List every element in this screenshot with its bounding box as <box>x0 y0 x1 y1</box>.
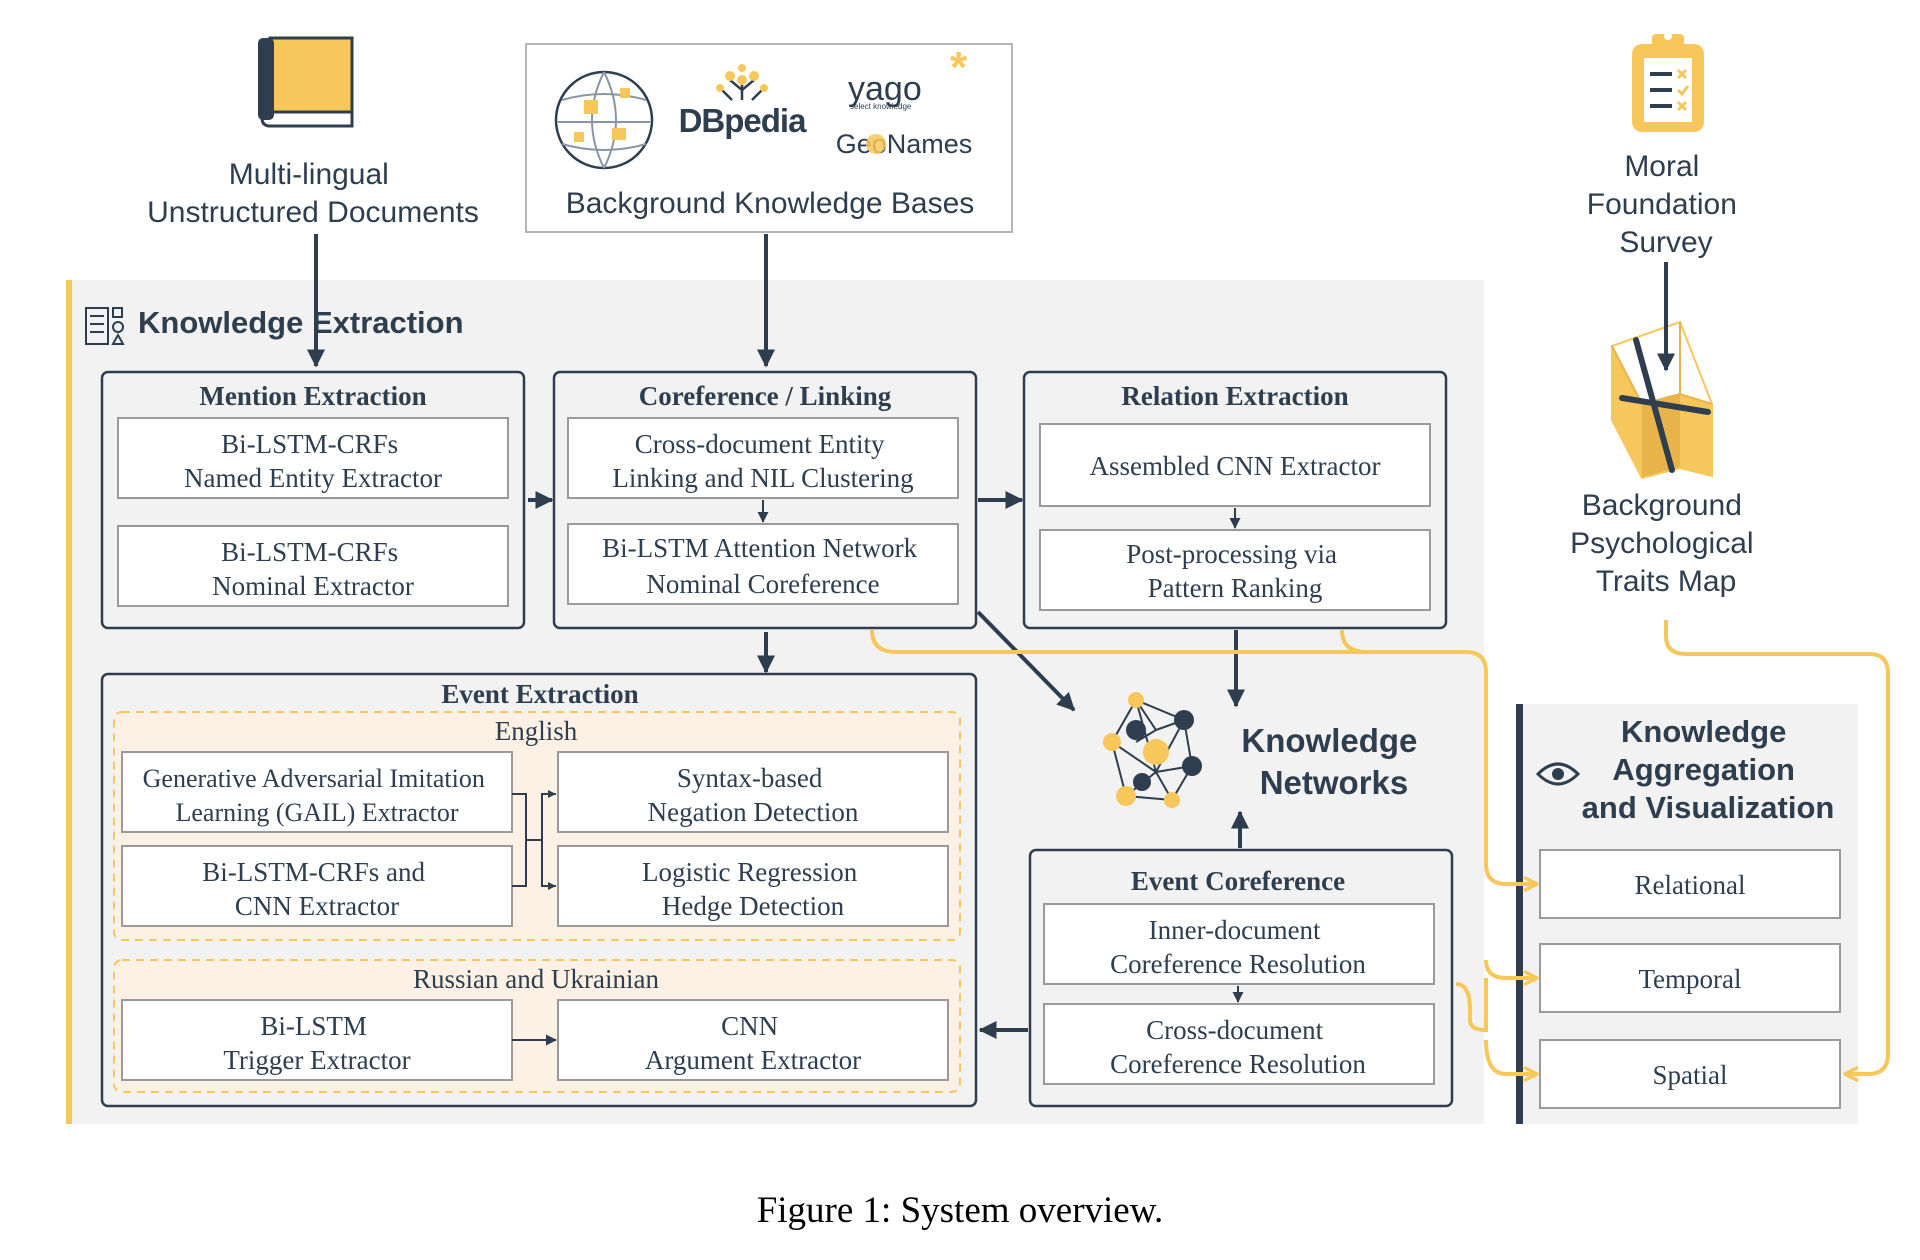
english-title: English <box>495 716 578 746</box>
svg-text:DBpedia: DBpedia <box>679 102 808 139</box>
knowledge-extraction-title: Knowledge Extraction <box>138 305 464 340</box>
relation-item-pattern-ranking: Post-processing via Pattern Ranking <box>1126 539 1343 603</box>
svg-text:*: * <box>950 43 968 92</box>
coref-linking-title: Coreference / Linking <box>639 381 892 411</box>
view-relational: Relational <box>1635 870 1746 900</box>
event-coref-title: Event Coreference <box>1131 866 1345 896</box>
svg-text:GeoNames: GeoNames <box>836 129 973 159</box>
event-coref-item-cross: Cross-document Coreference Resolution <box>1110 1015 1366 1079</box>
svg-text:select knowledge: select knowledge <box>850 102 912 111</box>
survey-label: Moral Foundation Survey <box>1587 150 1745 259</box>
knowledge-extraction-accent-bar <box>66 280 72 1124</box>
psych-map-label: Background Psychological Traits Map <box>1570 489 1762 598</box>
flow-arrows <box>307 234 1675 1046</box>
view-temporal: Temporal <box>1638 964 1741 994</box>
clipboard-checklist-icon <box>1632 32 1704 132</box>
event-extraction-title: Event Extraction <box>441 679 638 709</box>
knowledge-networks-label: Knowledge Networks <box>1241 722 1426 801</box>
folded-map-icon <box>1611 320 1713 480</box>
view-spatial: Spatial <box>1653 1060 1728 1090</box>
figure-caption: Figure 1: System overview. <box>757 1190 1164 1231</box>
event-coref-item-inner: Inner-document Coreference Resolution <box>1110 915 1366 979</box>
knowledge-network-graph-icon <box>1103 692 1202 808</box>
ru-uk-item-argument: CNN Argument Extractor <box>645 1011 861 1075</box>
knowledge-extraction-icon <box>85 307 125 345</box>
ru-uk-item-trigger: Bi-LSTM Trigger Extractor <box>223 1011 410 1075</box>
aggregation-title: Knowledge Aggregation and Visualization <box>1582 714 1835 825</box>
geonames-logo: GeoNames <box>836 129 973 159</box>
svg-text:yago: yago <box>848 70 922 108</box>
yago-logo: yago select knowledge * <box>848 43 968 111</box>
coref-item-nominal-coref: Bi-LSTM Attention Network Nominal Corefe… <box>602 533 924 599</box>
english-item-bilstm-cnn: Bi-LSTM-CRFs and CNN Extractor <box>202 857 432 921</box>
wikipedia-globe-icon <box>554 70 654 170</box>
aggregation-feed-lines <box>870 620 1890 1074</box>
coref-item-entity-linking: Cross-document Entity Linking and NIL Cl… <box>612 429 913 493</box>
book-icon <box>258 36 354 128</box>
aggregation-side-bar <box>1516 704 1523 1124</box>
english-item-negation: Syntax-based Negation Detection <box>648 763 859 827</box>
relation-extraction-title: Relation Extraction <box>1121 381 1348 411</box>
relation-item-cnn: Assembled CNN Extractor <box>1090 451 1381 481</box>
documents-label: Multi-lingual Unstructured Documents <box>147 158 479 229</box>
ru-uk-title: Russian and Ukrainian <box>413 964 659 994</box>
mention-extraction-title: Mention Extraction <box>199 381 426 411</box>
eye-icon <box>1535 762 1581 786</box>
english-item-gail: Generative Adversarial Imitation Learnin… <box>143 764 492 827</box>
mention-item-nominal: Bi-LSTM-CRFs Nominal Extractor <box>212 537 414 601</box>
english-fork-connector <box>512 790 556 890</box>
english-item-hedge: Logistic Regression Hedge Detection <box>642 857 864 921</box>
dbpedia-logo: DBpedia <box>679 64 808 139</box>
mention-item-ner: Bi-LSTM-CRFs Named Entity Extractor <box>184 429 442 493</box>
knowledge-bases-label: Background Knowledge Bases <box>566 187 975 220</box>
